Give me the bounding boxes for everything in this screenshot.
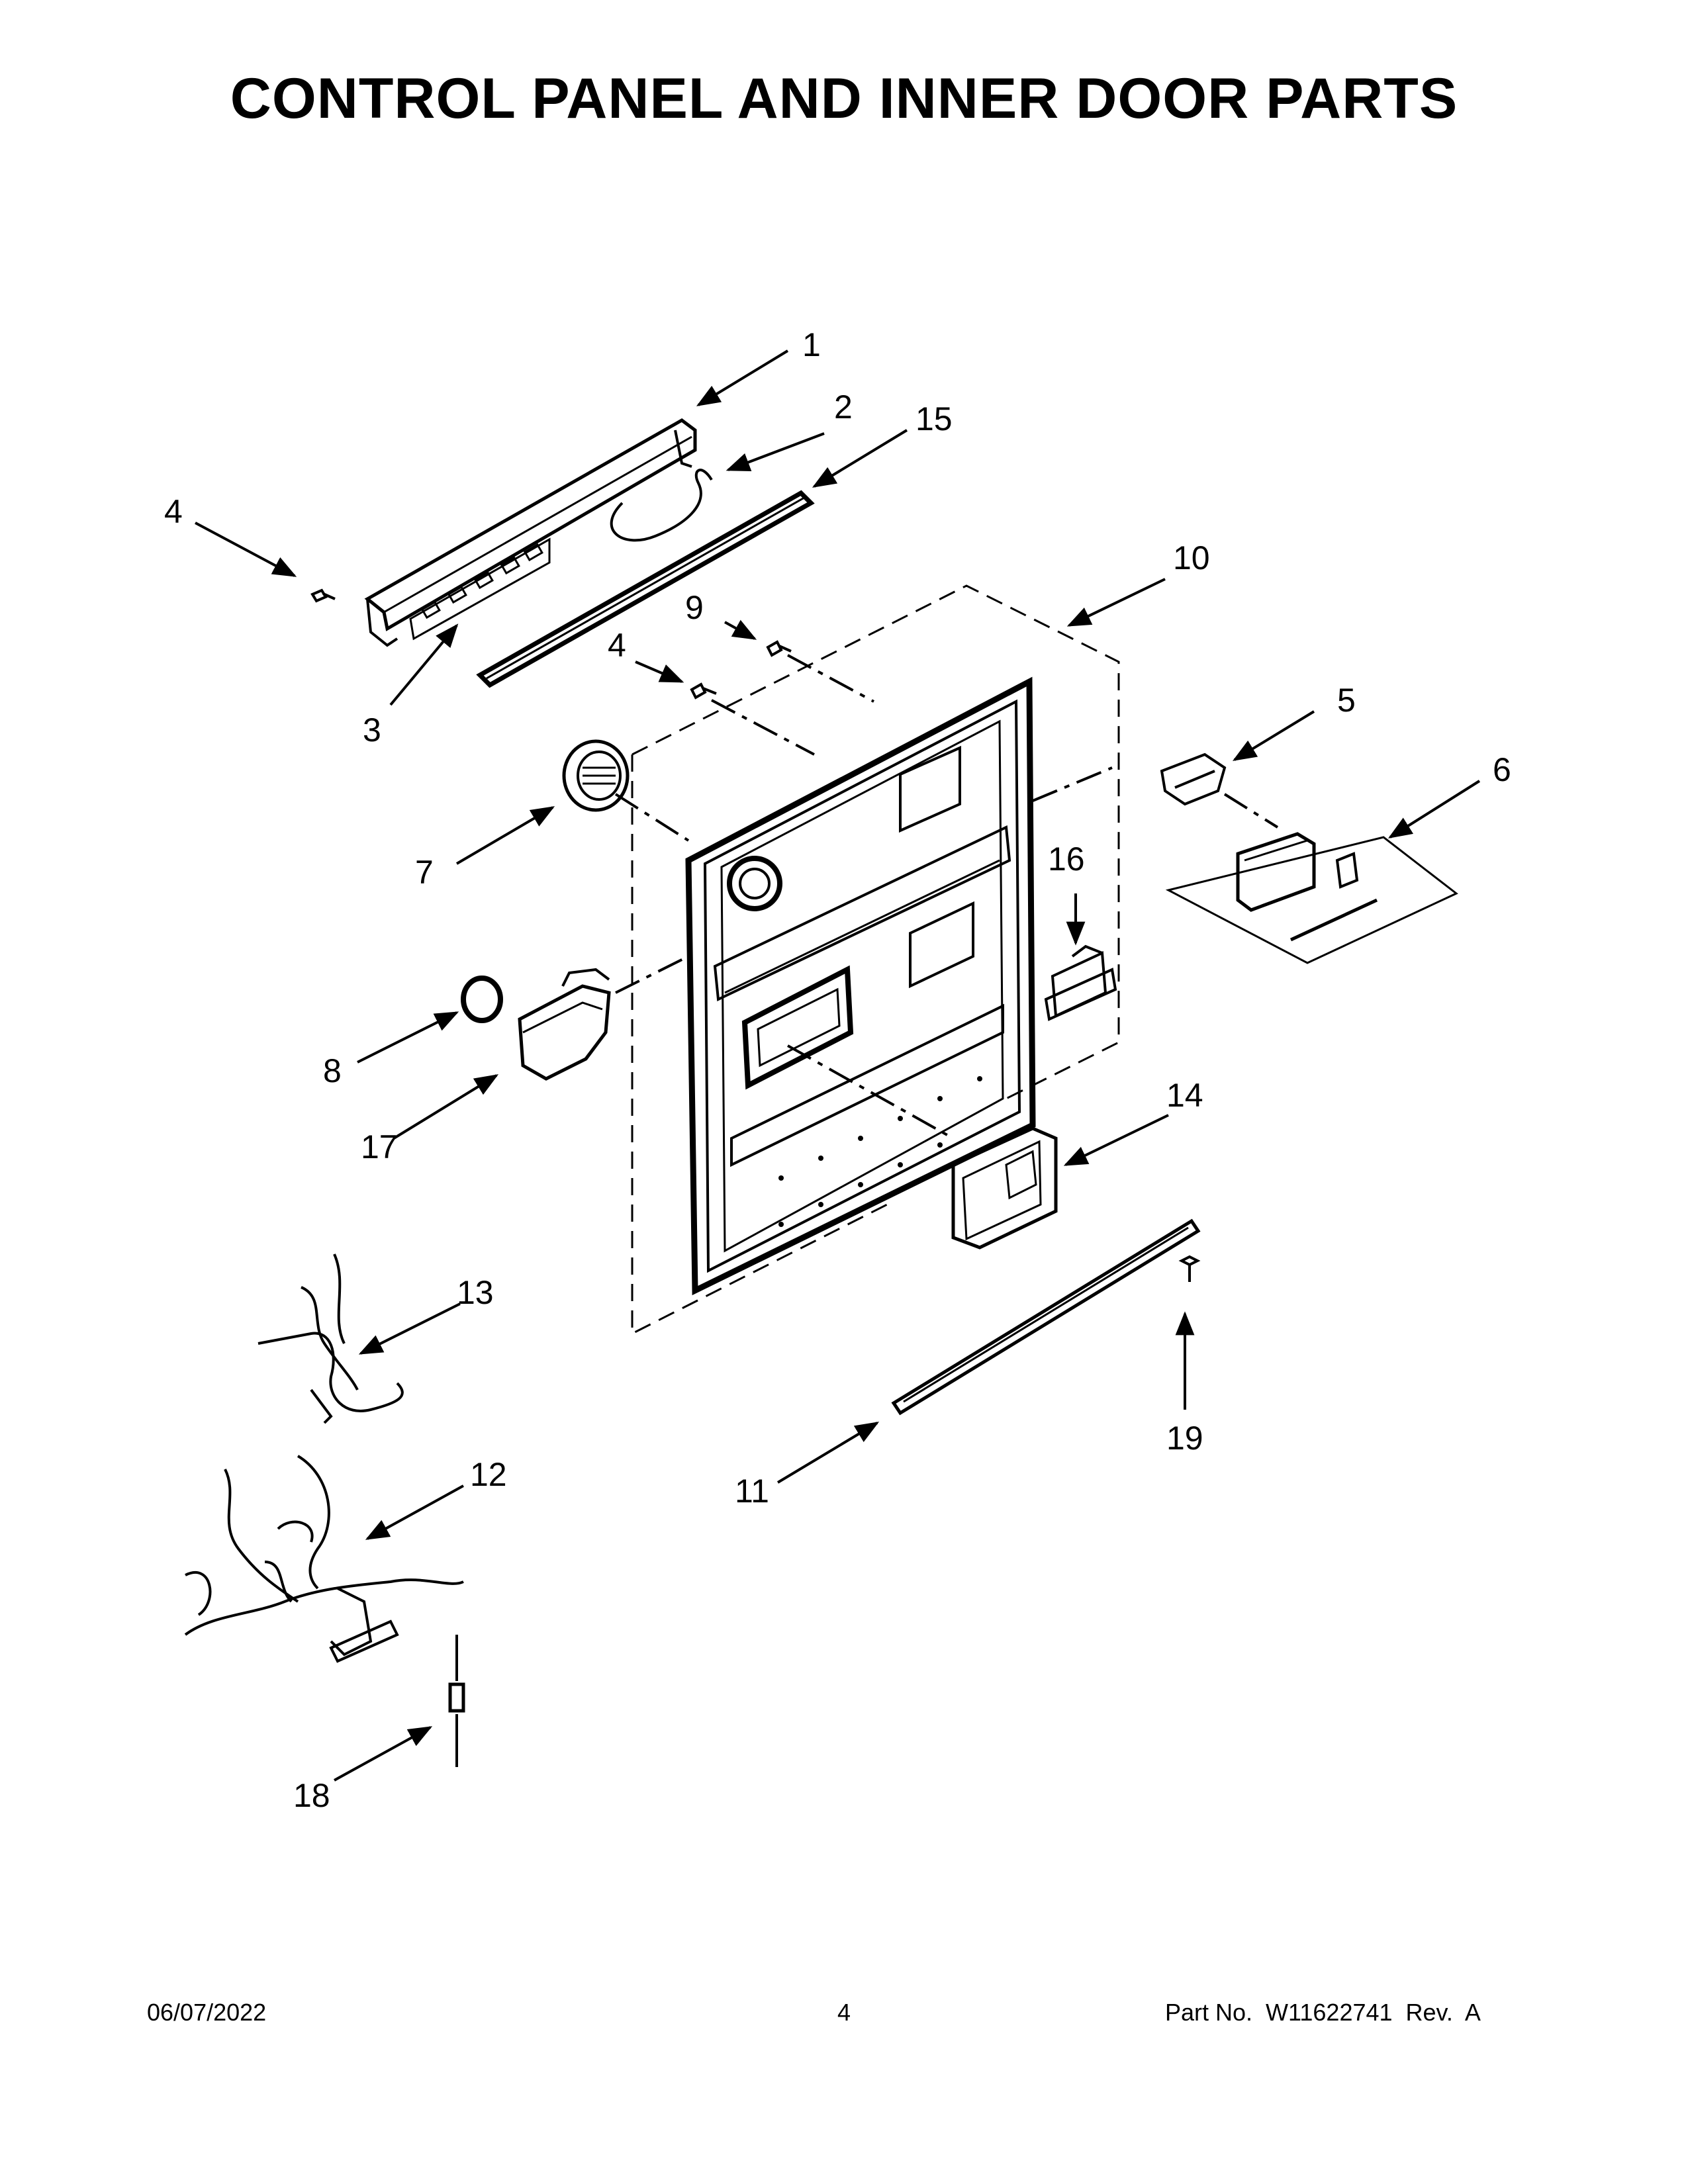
footer-part-number: Part No. W11622741 Rev. A xyxy=(1165,1999,1481,2026)
screw-icon xyxy=(1178,1255,1201,1282)
callout-11: 11 xyxy=(735,1473,769,1510)
callout-13: 13 xyxy=(457,1274,494,1311)
switch xyxy=(1160,752,1227,806)
housing xyxy=(518,968,611,1081)
inner-door xyxy=(685,676,1036,1296)
screw-icon xyxy=(766,640,792,657)
footer-page-number: 4 xyxy=(837,1999,851,2026)
control-board xyxy=(1165,832,1458,964)
callout-18: 18 xyxy=(293,1777,330,1814)
wire-harness-main xyxy=(184,1455,464,1663)
wire-harness-small xyxy=(258,1253,404,1424)
page-title: CONTROL PANEL AND INNER DOOR PARTS xyxy=(230,67,1458,130)
callout-3: 3 xyxy=(363,711,381,749)
explosion-lines xyxy=(614,654,1279,1140)
screw-icon xyxy=(690,682,717,700)
screw-icon xyxy=(310,588,336,603)
callout-4: 4 xyxy=(164,493,183,530)
inline-connector xyxy=(448,1635,465,1767)
callout-6: 6 xyxy=(1493,751,1511,788)
callout-5: 5 xyxy=(1337,682,1356,719)
leader-arrows xyxy=(195,349,1481,1782)
callout-2: 2 xyxy=(834,388,853,426)
callout-12: 12 xyxy=(470,1456,507,1493)
callout-9: 9 xyxy=(685,589,704,626)
footer-date: 06/07/2022 xyxy=(147,1999,267,2026)
callout-7: 7 xyxy=(415,854,434,891)
o-ring xyxy=(461,976,503,1023)
control-panel-console xyxy=(364,418,697,647)
lower-strip xyxy=(891,1218,1201,1416)
callout-16: 16 xyxy=(1048,841,1085,878)
inner-door-boundary xyxy=(631,584,1120,1336)
callout-10: 10 xyxy=(1173,539,1210,576)
gasket-strip xyxy=(476,490,815,688)
callout-8: 8 xyxy=(323,1052,342,1089)
vent xyxy=(562,739,630,812)
callout-15: 15 xyxy=(915,400,953,437)
wire-part-2 xyxy=(610,469,713,542)
dispenser xyxy=(951,1126,1058,1250)
callout-17: 17 xyxy=(361,1128,398,1165)
callout-19: 19 xyxy=(1166,1420,1203,1457)
callout-1: 1 xyxy=(802,326,821,363)
bracket xyxy=(1044,944,1117,1021)
callout-14: 14 xyxy=(1166,1077,1203,1114)
callout-4: 4 xyxy=(608,627,626,664)
